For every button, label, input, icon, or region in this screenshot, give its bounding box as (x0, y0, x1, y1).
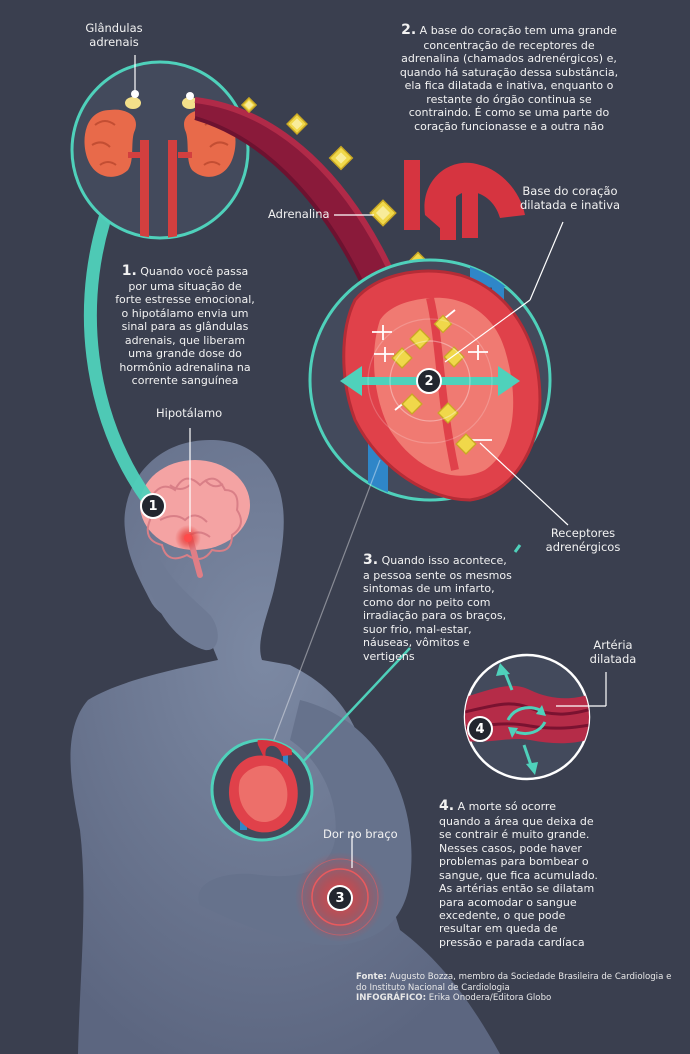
source-label: Fonte: (356, 972, 387, 982)
heart-circle (308, 160, 569, 526)
step-badge-1: 1 (140, 493, 166, 519)
infographic-line: INFOGRÁFICO: Erika Onodera/Editora Globo (356, 993, 676, 1004)
label-hypothalamus: Hipotálamo (156, 406, 223, 420)
step-badge-3: 3 (327, 885, 353, 911)
step-badge-4: 4 (467, 716, 493, 742)
brain (140, 460, 250, 578)
label-heart-base: Base do coração dilatada e inativa (519, 184, 621, 212)
step-2-text: 2. A base do coração tem uma grande conc… (395, 22, 623, 133)
step-3-number: 3. (363, 552, 379, 568)
step-4-number: 4. (439, 798, 455, 814)
label-adrenaline: Adrenalina (268, 207, 330, 221)
step-2-number: 2. (401, 22, 417, 38)
step-3-body: Quando isso acontece, a pessoa sente os … (363, 554, 512, 663)
connector-line (299, 647, 411, 766)
infographic-text: Erika Onodera/Editora Globo (428, 993, 552, 1004)
step-3-text: 3. Quando isso acontece, a pessoa sente … (363, 552, 513, 663)
credits: Fonte: Augusto Bozza, membro da Sociedad… (356, 972, 676, 1004)
label-receptors: Receptores adrenérgicos (545, 526, 621, 554)
source-line: Fonte: Augusto Bozza, membro da Sociedad… (356, 972, 676, 993)
small-heart-circle (210, 738, 314, 842)
source-text: Augusto Bozza, membro da Sociedade Brasi… (356, 972, 672, 993)
step-2-body: A base do coração tem uma grande concent… (399, 24, 619, 133)
step-1-number: 1. (121, 263, 137, 279)
label-artery: Artéria dilatada (589, 638, 637, 666)
step-1-body: Quando você passa por uma situação de fo… (115, 265, 255, 387)
step-badge-2: 2 (416, 368, 442, 394)
label-chest-pain: Dor no braço (323, 827, 398, 841)
step-1-text: 1. Quando você passa por uma situação de… (114, 263, 256, 387)
artery-circle (463, 653, 607, 781)
step-4-body: A morte só ocorre quando a área que deix… (439, 800, 598, 949)
infographic-label: INFOGRÁFICO: (356, 993, 427, 1004)
label-adrenal-glands: Glândulas adrenais (85, 21, 143, 49)
step-4-text: 4. A morte só ocorre quando a área que d… (439, 798, 599, 949)
